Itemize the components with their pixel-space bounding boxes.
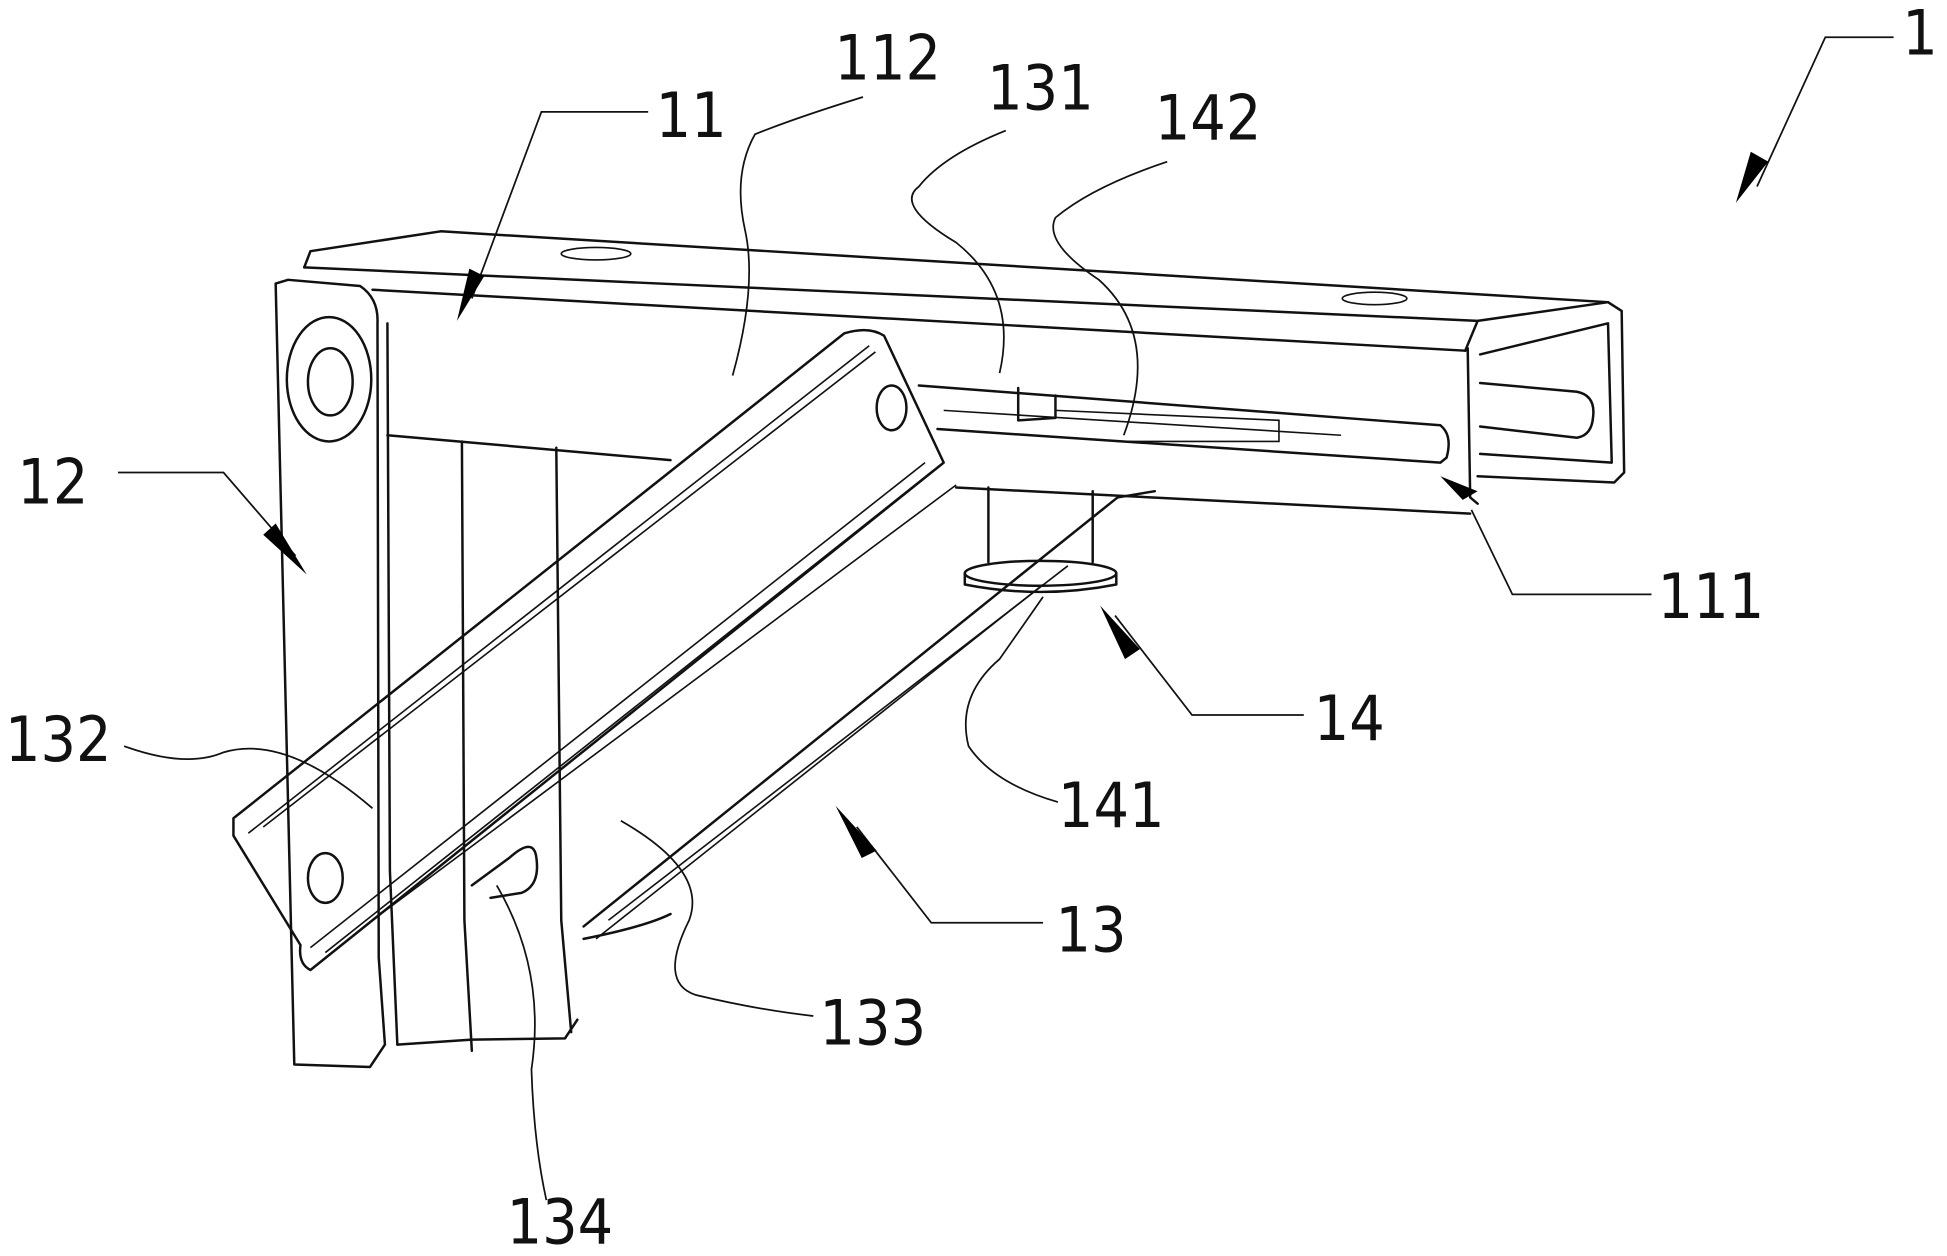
label-12: 12 xyxy=(17,446,88,519)
label-13: 13 xyxy=(1055,893,1126,966)
label-131: 131 xyxy=(987,51,1094,124)
top-arm-11 xyxy=(302,230,1626,515)
pin-14 xyxy=(963,386,1280,594)
reference-labels: 1 11 112 131 142 12 111 14 141 132 13 13… xyxy=(5,0,1938,1256)
leader-lines xyxy=(117,36,1894,1201)
label-134: 134 xyxy=(507,1186,614,1256)
label-112: 112 xyxy=(834,22,941,95)
label-132: 132 xyxy=(5,703,112,776)
label-14: 14 xyxy=(1314,682,1385,755)
arrow-icon xyxy=(1440,476,1478,500)
label-11: 11 xyxy=(656,79,727,152)
arrow-icon xyxy=(1735,151,1769,203)
arrow-icon xyxy=(263,523,307,575)
label-142: 142 xyxy=(1155,81,1262,154)
arrow-icon xyxy=(1100,605,1140,660)
vertical-post-12 xyxy=(274,278,579,1069)
label-133: 133 xyxy=(820,987,927,1060)
label-111: 111 xyxy=(1658,560,1765,633)
label-1: 1 xyxy=(1902,0,1938,70)
arrow-icon xyxy=(835,805,877,859)
label-141: 141 xyxy=(1058,769,1165,842)
arrow-icon xyxy=(456,268,485,321)
arrowheads xyxy=(263,151,1769,859)
diagonal-brace-13 xyxy=(232,328,1157,972)
